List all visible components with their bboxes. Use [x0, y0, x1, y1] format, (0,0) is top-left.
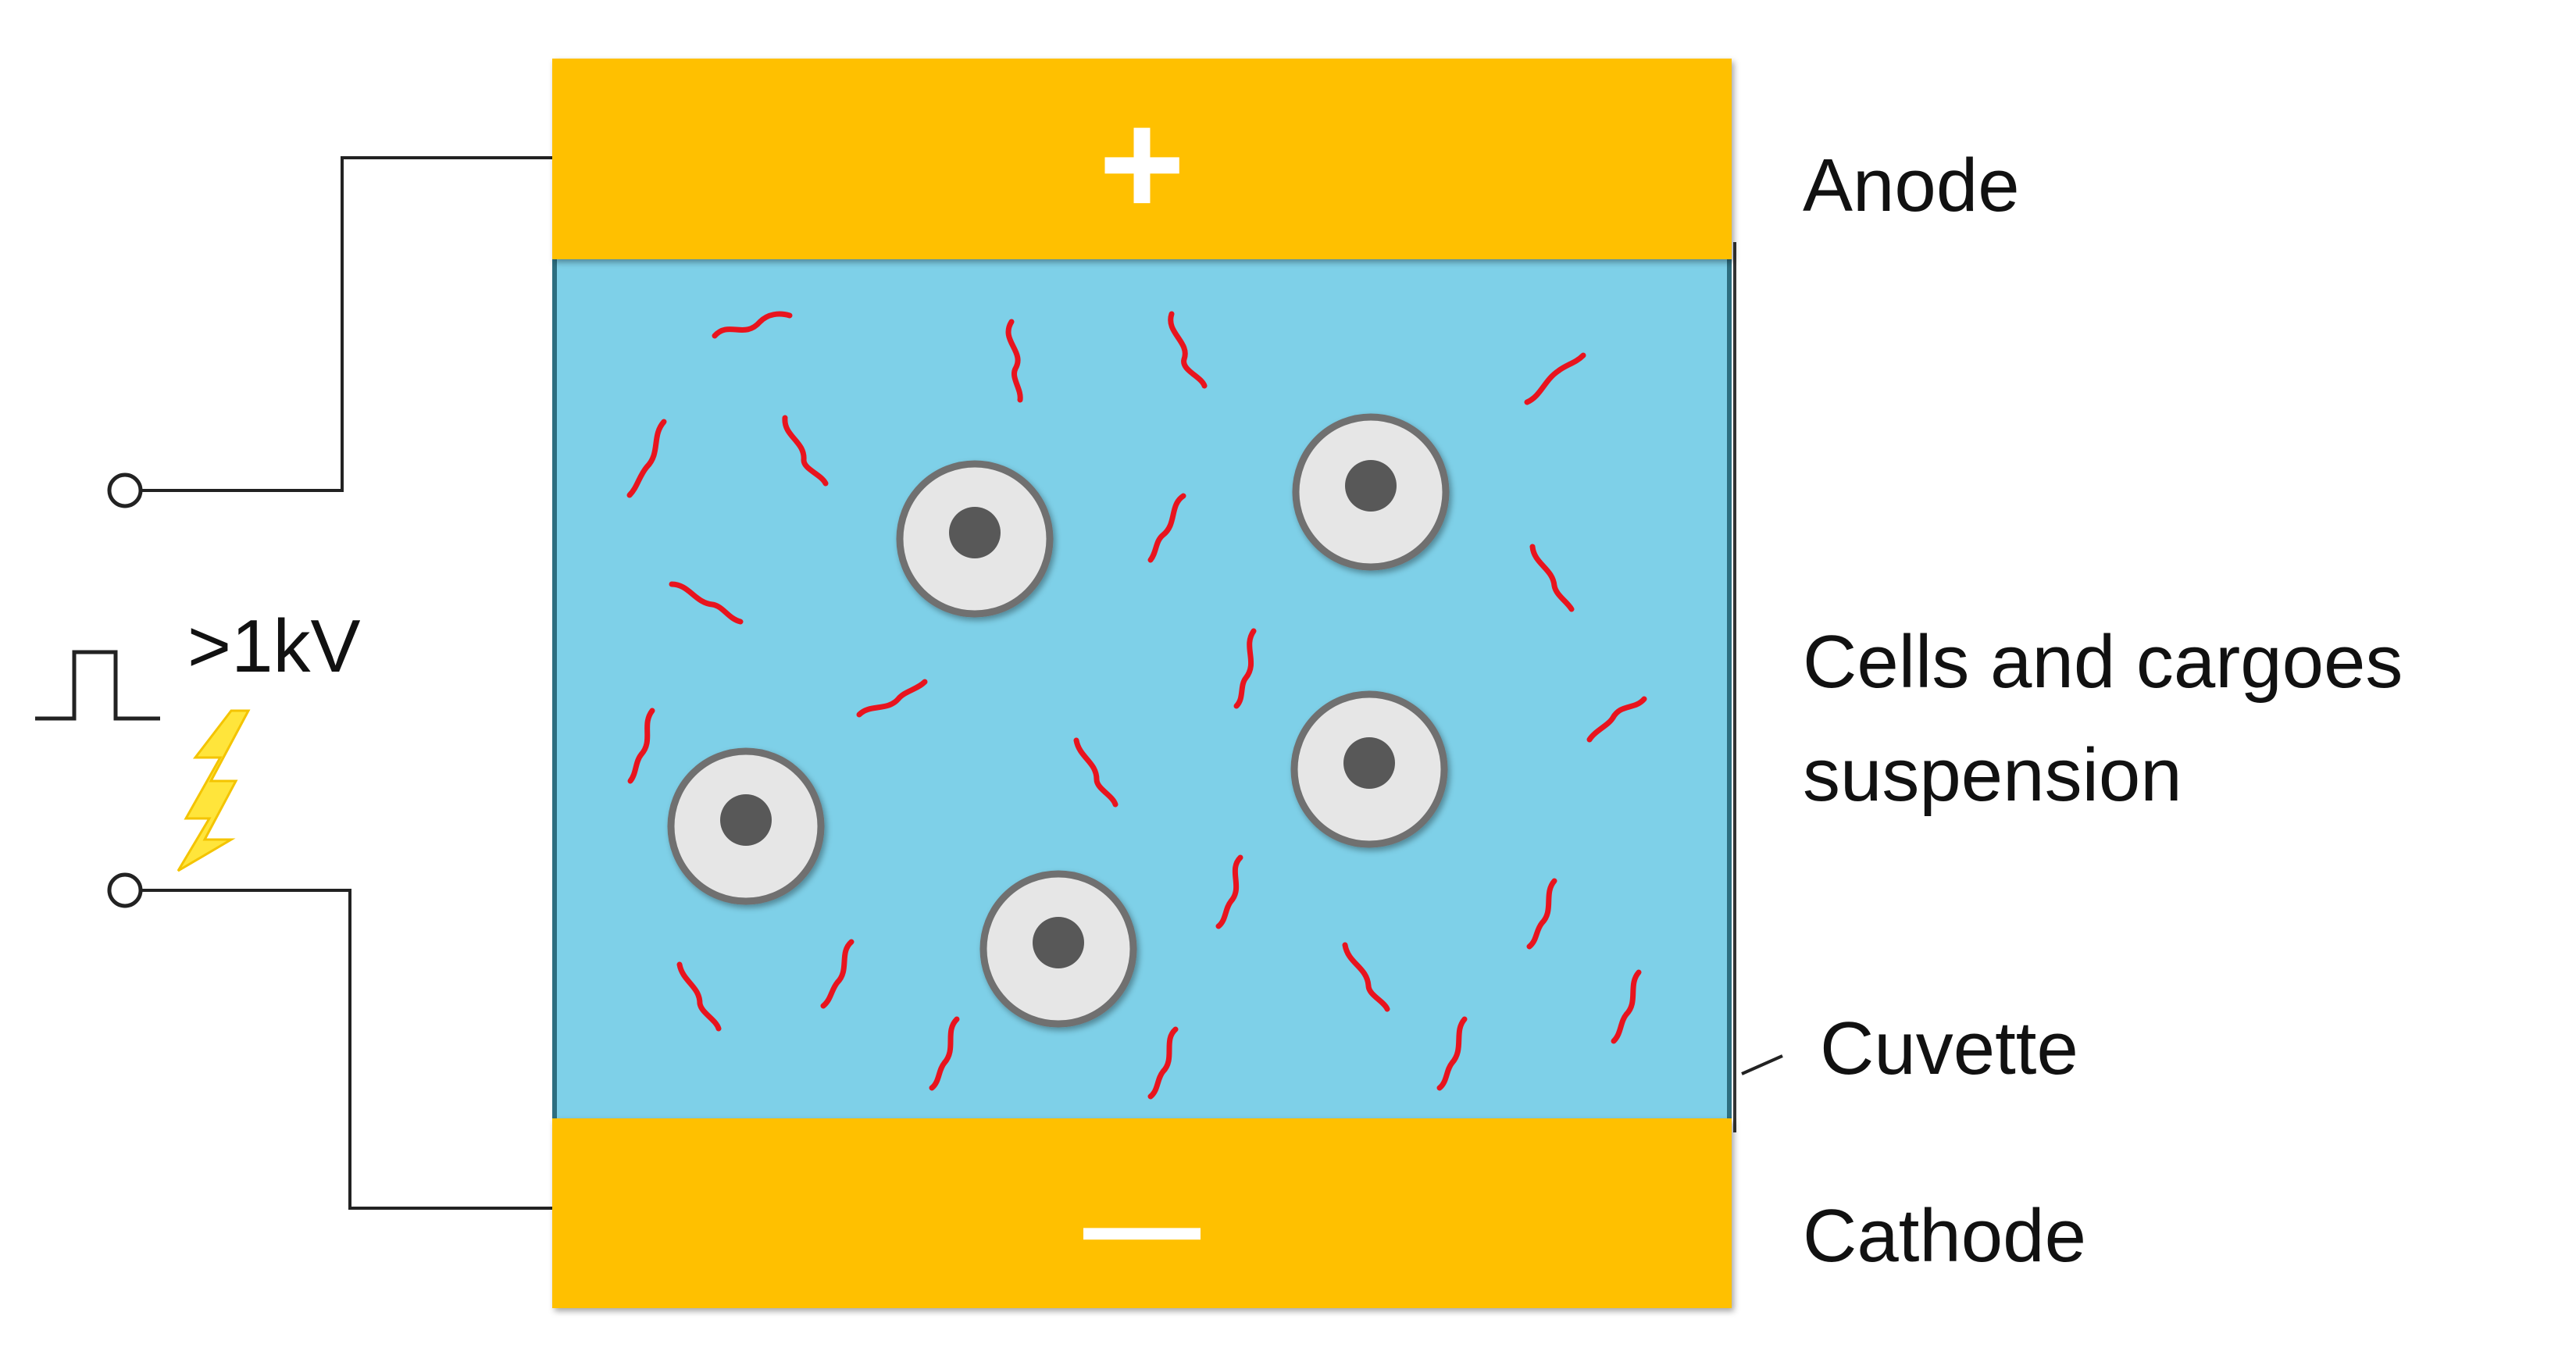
cargo-molecule [1005, 319, 1023, 403]
anode-label: Anode [1803, 144, 2020, 227]
cell [1290, 690, 1448, 848]
cargo-molecule [1233, 628, 1257, 709]
cathode-wire [139, 889, 552, 1210]
cargo-molecule [626, 419, 667, 498]
cargo-molecule [820, 939, 855, 1009]
voltage-label: >1kV [187, 604, 361, 688]
cell-nucleus [1343, 737, 1395, 789]
terminal-circle-icon [107, 872, 143, 908]
cargo-molecule [1436, 1016, 1468, 1091]
square-pulse-icon [35, 650, 160, 721]
cuvette-label: Cuvette [1820, 1007, 2078, 1090]
suspension-label-line2: suspension [1803, 733, 2182, 817]
cargo-molecule [1342, 942, 1390, 1012]
cathode-electrode [552, 1118, 1732, 1308]
cargo-molecule [1215, 854, 1243, 929]
cargo-molecule [676, 961, 722, 1032]
cargo-molecule [856, 679, 928, 718]
cargo-molecule [1586, 696, 1647, 743]
cell-nucleus [1033, 917, 1084, 968]
cargo-molecule [1611, 969, 1642, 1044]
anode-electrode [552, 59, 1732, 259]
cargo-molecule [1147, 493, 1186, 563]
anode-wire [139, 156, 552, 492]
cargo-molecule [1073, 737, 1119, 808]
cargo-molecules [626, 311, 1647, 1100]
cargo-molecule [782, 415, 829, 487]
cell [896, 460, 1054, 618]
anode-plus-sign: + [1098, 81, 1186, 247]
cuvette-suspension [552, 259, 1732, 1118]
cargo-molecule [669, 581, 744, 625]
cells [667, 413, 1450, 1028]
cargo-molecule [1524, 352, 1586, 405]
cargo-molecule [1526, 878, 1557, 950]
lightning-bolt-icon [177, 709, 251, 872]
circuit-wires [139, 156, 1783, 1210]
cell [979, 870, 1137, 1028]
cargo-molecule [1147, 1026, 1179, 1100]
suspension-label-line1: Cells and cargoes [1803, 620, 2403, 704]
cargo-molecule [627, 708, 655, 784]
cuvette-leader-line [1741, 1054, 1783, 1075]
terminal-circle-icon [107, 472, 143, 508]
cell [1292, 413, 1450, 571]
cell-nucleus [1345, 460, 1397, 512]
cargo-molecule [929, 1016, 960, 1091]
cargo-molecule [1529, 544, 1575, 612]
cell [667, 747, 825, 905]
cargo-molecule [712, 311, 793, 339]
cell-nucleus [949, 507, 1001, 558]
cell-nucleus [720, 794, 772, 846]
cathode-label: Cathode [1803, 1194, 2086, 1278]
cathode-minus-sign: — [1083, 1159, 1201, 1290]
cargo-molecule [1168, 311, 1208, 389]
